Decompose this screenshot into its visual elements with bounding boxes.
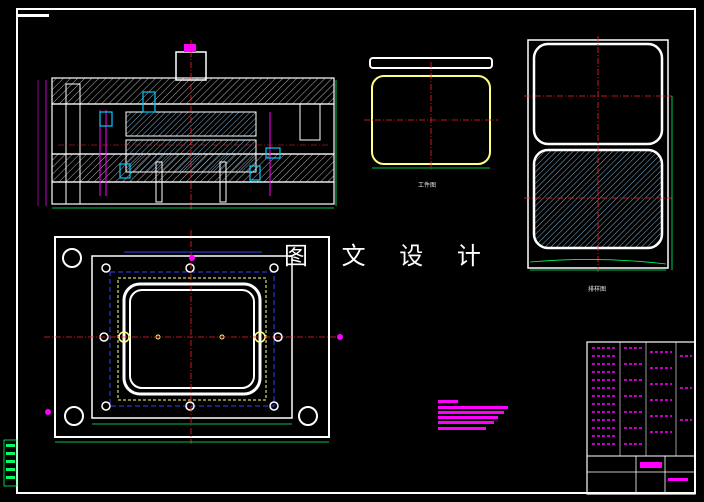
- die-plan-view: [44, 230, 343, 444]
- strip-layout-caption: 排样图: [588, 286, 607, 293]
- watermark-text: 图 文 设 计: [284, 242, 494, 270]
- part-view-caption: 工件图: [418, 182, 437, 189]
- sheet-border: [16, 8, 696, 494]
- title-block: [586, 341, 696, 495]
- die-section-view: [37, 40, 337, 210]
- notes-block: [438, 400, 508, 430]
- part-view: [364, 57, 498, 172]
- sheet-corner-tab: [18, 14, 49, 17]
- revision-strip: [3, 439, 18, 487]
- strip-layout-view: [524, 36, 673, 272]
